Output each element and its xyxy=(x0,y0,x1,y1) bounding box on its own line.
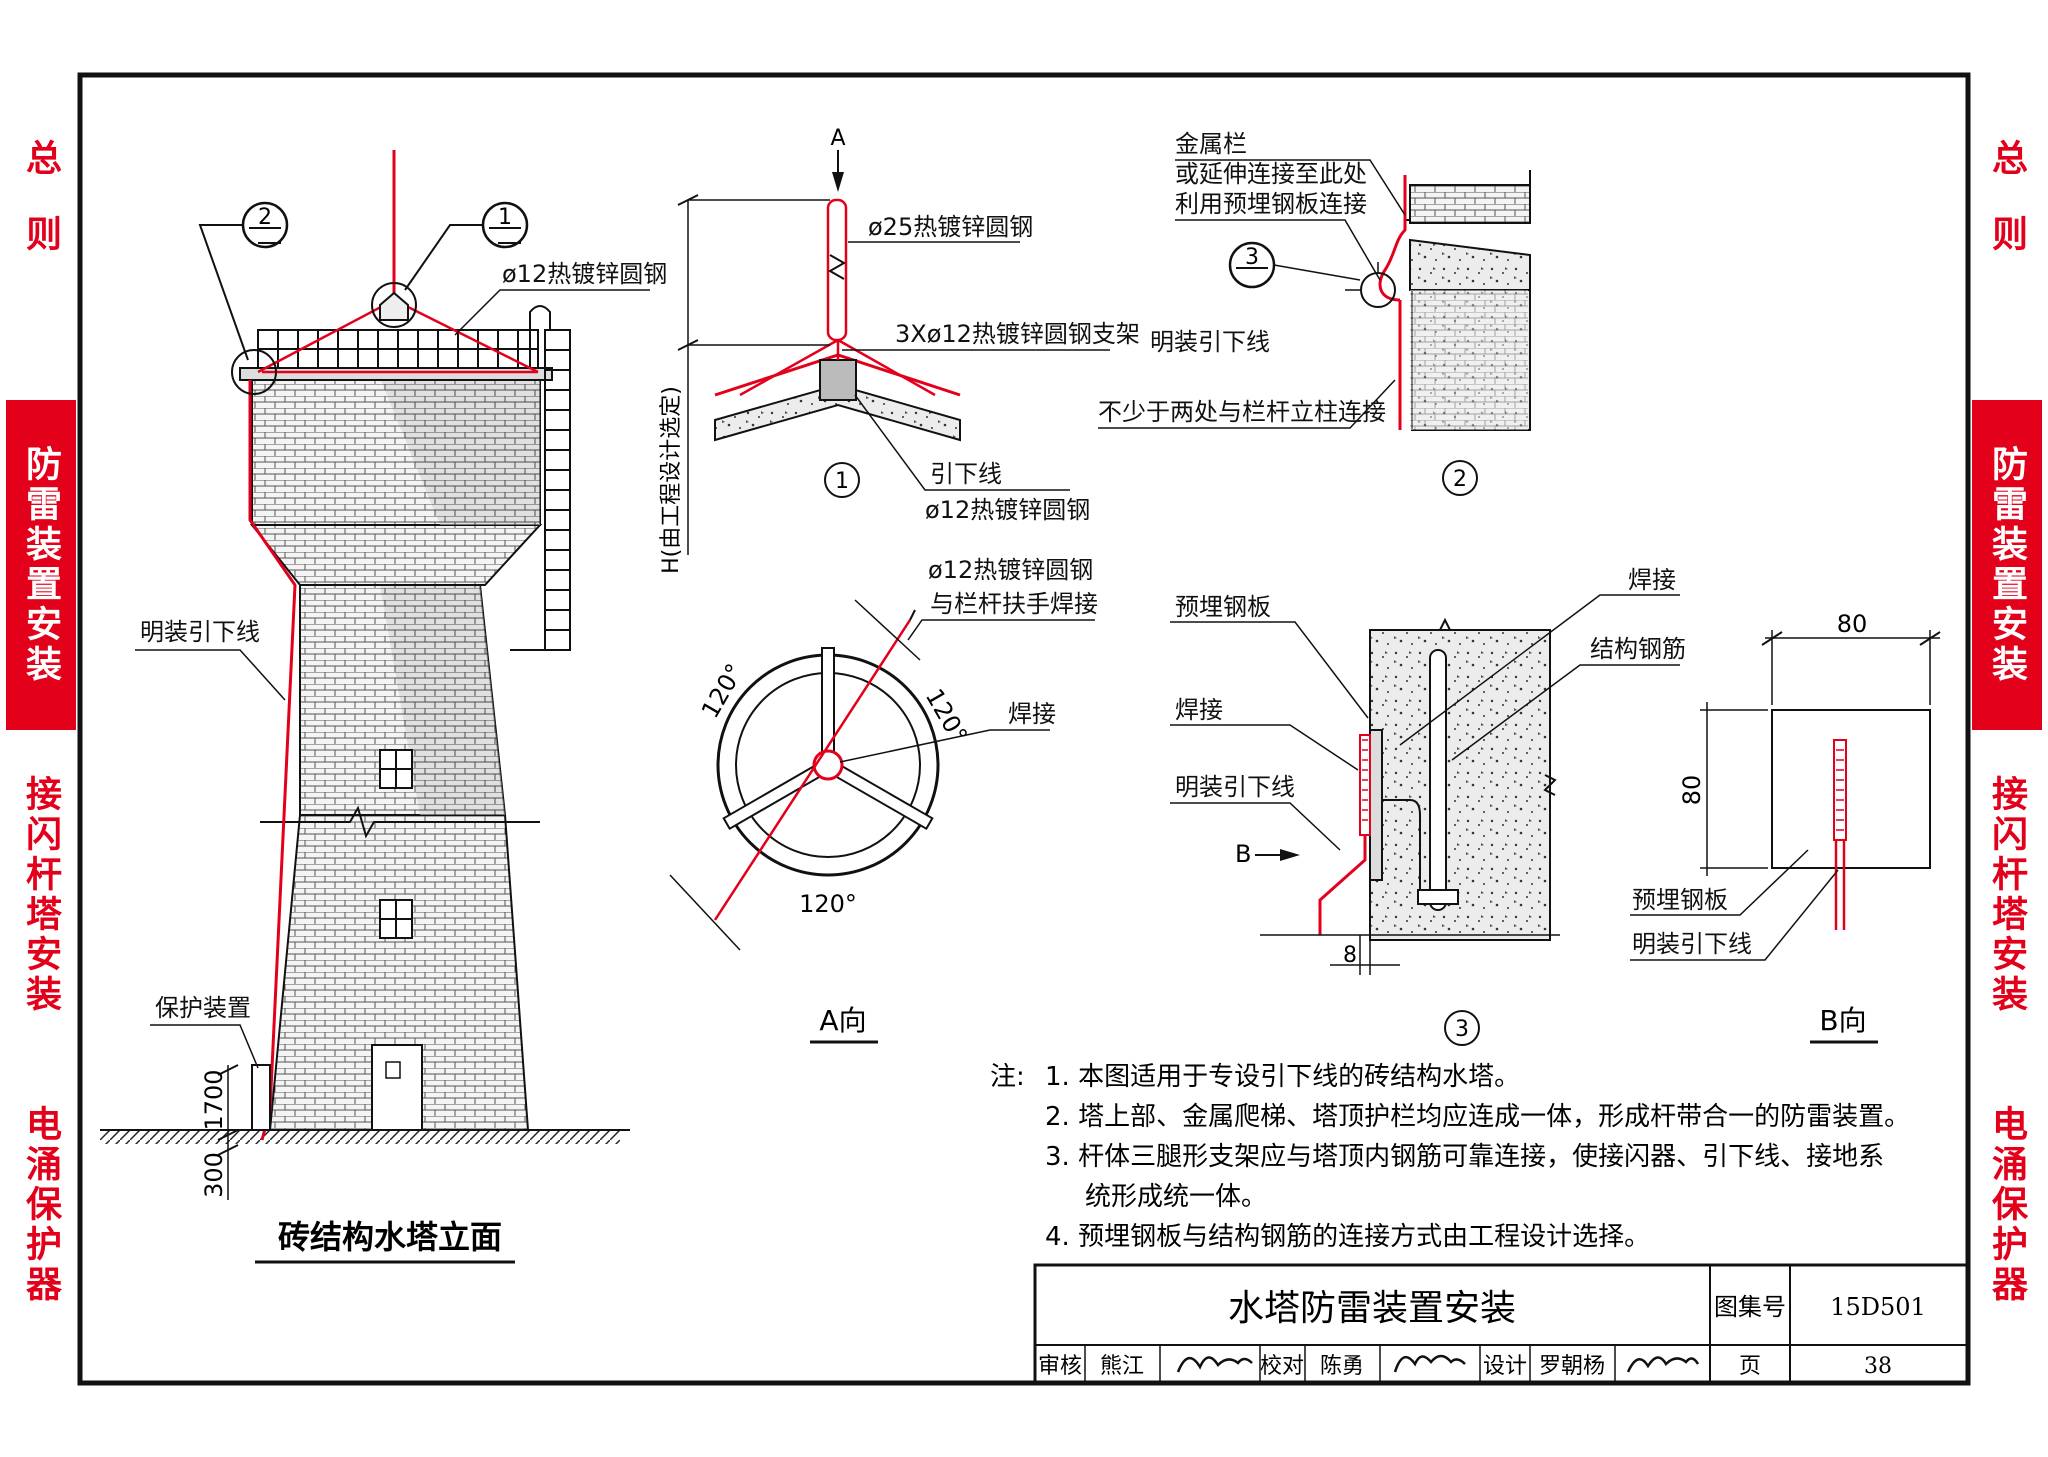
detail1-rod12-label: ø12热镀锌圆钢 xyxy=(925,496,1090,524)
note-item-1: 1. 本图适用于专设引下线的砖结构水塔。 xyxy=(1045,1062,1520,1092)
notes-prefix: 注: xyxy=(990,1062,1025,1092)
note-item-3-cont: 统形成统一体。 xyxy=(1085,1182,1267,1212)
elevation-protect-label: 保护装置 xyxy=(155,994,251,1022)
detail2-rail-label: 金属栏 xyxy=(1175,130,1247,158)
viewb-embed-label: 预埋钢板 xyxy=(1632,886,1728,914)
callout-1-label: 1 xyxy=(498,205,512,230)
notes: 注: 1. 本图适用于专设引下线的砖结构水塔。 2. 塔上部、金属爬梯、塔顶护栏… xyxy=(990,1062,1910,1252)
tab-label: 接闪杆塔安装 xyxy=(20,775,62,1015)
detail1-rod25-label: ø25热镀锌圆钢 xyxy=(868,213,1033,241)
elevation-downlead-label: 明装引下线 xyxy=(140,618,260,646)
detail2-extend-label: 或延伸连接至此处 xyxy=(1175,160,1367,188)
viewb-title: B向 xyxy=(1819,1004,1866,1037)
detail2-number: 2 xyxy=(1453,467,1467,492)
tab-label: 电涌保护器 xyxy=(1986,1105,2028,1305)
sidebar-tab-general[interactable]: 总则 xyxy=(6,110,76,320)
detail1-height-label: H(由工程设计选定) xyxy=(659,386,684,574)
note-item-2: 2. 塔上部、金属爬梯、塔顶护栏均应连成一体，形成杆带合一的防雷装置。 xyxy=(1045,1102,1910,1132)
sidebar-tab-surge-right[interactable]: 电涌保护器 xyxy=(1972,1080,2042,1330)
detail3-downlead-label: 明装引下线 xyxy=(1175,773,1295,801)
detail2-connect-label: 不少于两处与栏杆立柱连接 xyxy=(1098,398,1386,426)
view-a: ø12热镀锌圆钢 与栏杆扶手焊接 焊接 120° 120° 120° A向 xyxy=(669,556,1098,1044)
tab-label: 总则 xyxy=(1986,139,2028,291)
tab-label: 总则 xyxy=(20,139,62,291)
sidebar-tab-surge[interactable]: 电涌保护器 xyxy=(6,1080,76,1330)
tab-label: 接闪杆塔安装 xyxy=(1986,775,2028,1015)
detail1-support-label: 3Xø12热镀锌圆钢支架 xyxy=(895,320,1140,348)
detail3-embed-label: 预埋钢板 xyxy=(1175,593,1271,621)
titleblock-title: 水塔防雷装置安装 xyxy=(1228,1288,1516,1329)
detail-3: 8 预埋钢板 焊接 结构钢筋 焊接 明装引下线 B 3 xyxy=(1170,566,1686,1046)
titleblock-page-no: 38 xyxy=(1864,1354,1892,1379)
titleblock-page-label: 页 xyxy=(1739,1354,1761,1379)
elevation-rod-label: ø12热镀锌圆钢 xyxy=(502,260,667,288)
tower-elevation: 2 1 ø12热镀锌圆钢 明装引下线 保护装置 1700 300 砖结构水塔立面 xyxy=(100,150,667,1264)
title-block xyxy=(1033,1263,1970,1385)
viewa-angle-bottom: 120° xyxy=(799,890,857,918)
sidebar-tab-lightning-device-right[interactable]: 防雷装置安装 xyxy=(1972,400,2042,730)
detail3-weld-top-label: 焊接 xyxy=(1628,566,1676,594)
titleblock-designer: 罗朝杨 xyxy=(1539,1354,1605,1379)
tab-label: 防雷装置安装 xyxy=(20,445,62,685)
dim-300: 300 xyxy=(200,1152,228,1198)
dim-1700: 1700 xyxy=(200,1069,228,1130)
detail1-number: 1 xyxy=(835,469,849,494)
detail3-weld-label: 焊接 xyxy=(1175,696,1223,724)
viewa-rod-label: ø12热镀锌圆钢 xyxy=(928,556,1093,584)
detail-1: A H(由工程设计选定) ø25热镀锌圆钢 3Xø12热镀锌圆钢支架 1 引下线… xyxy=(659,126,1140,574)
viewb-dim-height: 80 xyxy=(1678,775,1706,806)
detail1-downlead-label: 引下线 xyxy=(930,460,1002,488)
tab-label: 电涌保护器 xyxy=(20,1105,62,1305)
sidebar-tab-rod-tower-right[interactable]: 接闪杆塔安装 xyxy=(1972,745,2042,1045)
viewb-downlead-label: 明装引下线 xyxy=(1632,930,1752,958)
sidebar-tab-lightning-device[interactable]: 防雷装置安装 xyxy=(6,400,76,730)
note-item-4: 4. 预埋钢板与结构钢筋的连接方式由工程设计选择。 xyxy=(1045,1222,1650,1252)
titleblock-check-label: 校对 xyxy=(1260,1354,1304,1379)
elevation-title: 砖结构水塔立面 xyxy=(278,1218,502,1256)
detail3-dim-8: 8 xyxy=(1343,943,1357,968)
detail3-arrow-b: B xyxy=(1235,840,1251,868)
detail3-rebar-label: 结构钢筋 xyxy=(1590,635,1686,663)
detail3-number: 3 xyxy=(1455,1017,1469,1042)
note-item-3: 3. 杆体三腿形支架应与塔顶内钢筋可靠连接，使接闪器、引下线、接地系 xyxy=(1045,1142,1884,1172)
tab-label: 防雷装置安装 xyxy=(1986,445,2028,685)
viewa-title: A向 xyxy=(819,1004,866,1037)
callout-2-label: 2 xyxy=(258,205,272,230)
view-b: 80 80 预埋钢板 明装引下线 B向 xyxy=(1630,610,1941,1044)
detail2-plate-label: 利用预埋钢板连接 xyxy=(1175,190,1367,218)
sidebar-tab-rod-tower[interactable]: 接闪杆塔安装 xyxy=(6,745,76,1045)
titleblock-design-label: 设计 xyxy=(1483,1354,1527,1379)
detail2-callout: 3 xyxy=(1245,245,1259,270)
titleblock-reviewer: 熊江 xyxy=(1100,1354,1144,1379)
titleblock-review-label: 审核 xyxy=(1038,1354,1082,1379)
detail2-downlead-label: 明装引下线 xyxy=(1150,328,1270,356)
titleblock-checker: 陈勇 xyxy=(1320,1354,1364,1379)
sidebar-tab-general-right[interactable]: 总则 xyxy=(1972,110,2042,320)
viewa-weld-label: 焊接 xyxy=(1008,700,1056,728)
viewb-dim-width: 80 xyxy=(1837,610,1868,638)
titleblock-atlas-label: 图集号 xyxy=(1714,1293,1786,1321)
titleblock-atlas-no: 15D501 xyxy=(1830,1293,1926,1321)
viewa-weld-handrail-label: 与栏杆扶手焊接 xyxy=(930,590,1098,618)
detail-2: 金属栏 或延伸连接至此处 利用预埋钢板连接 3 明装引下线 不少于两处与栏杆立柱… xyxy=(1098,130,1531,496)
sheet-border xyxy=(77,72,1971,1386)
arrow-a-label: A xyxy=(830,126,845,151)
